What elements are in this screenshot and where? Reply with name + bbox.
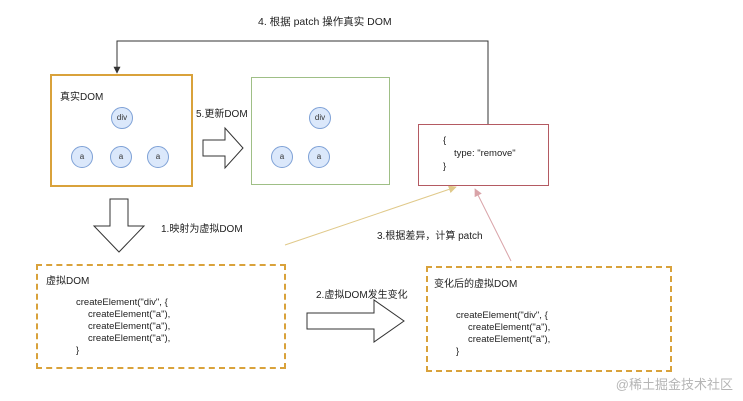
changed-vdom-code-line: createElement("div", { <box>456 310 548 321</box>
update-dom-arrow <box>202 126 244 170</box>
vdom-to-patch-arrow <box>284 185 457 246</box>
changed-vdom-title: 变化后的虚拟DOM <box>434 279 518 290</box>
map-to-vdom-arrow <box>92 198 146 253</box>
vdom-code-line: createElement("div", { <box>76 297 168 308</box>
patch-open-brace: { <box>443 135 447 146</box>
tree-node-a: a <box>71 146 93 168</box>
vdom-code-line: } <box>76 345 80 356</box>
patch-to-real-dom-arrow <box>113 40 489 124</box>
real-dom-title: 真实DOM <box>60 92 104 103</box>
map-vdom-label: 1.映射为虚拟DOM <box>161 224 243 235</box>
tree-node-a: a <box>147 146 169 168</box>
changed-vdom-code-line: createElement("a"), <box>468 334 551 345</box>
updated-dom-box: div a a <box>251 77 390 185</box>
vdom-code-line: createElement("a"), <box>88 321 171 332</box>
changed-vdom-code-line: } <box>456 346 460 357</box>
tree-node-div: div <box>111 107 133 129</box>
changed-vdom-to-patch-arrow <box>474 188 512 262</box>
changed-virtual-dom-box: 变化后的虚拟DOM createElement("div", { createE… <box>426 266 672 372</box>
vdom-code-line: createElement("a"), <box>88 309 171 320</box>
vdom-code-line: createElement("a"), <box>88 333 171 344</box>
patch-box: { type: "remove" } <box>418 124 549 186</box>
patch-type: type: "remove" <box>454 148 516 159</box>
tree-node-div: div <box>309 107 331 129</box>
watermark: @稀土掘金技术社区 <box>615 377 733 392</box>
patch-real-dom-label: 4. 根据 patch 操作真实 DOM <box>258 16 392 28</box>
patch-close-brace: } <box>443 161 447 172</box>
vdom-change-arrow <box>306 299 405 343</box>
tree-node-a: a <box>308 146 330 168</box>
changed-vdom-code-line: createElement("a"), <box>468 322 551 333</box>
virtual-dom-title: 虚拟DOM <box>46 276 90 287</box>
vdom-change-label: 2.虚拟DOM发生变化 <box>316 290 408 301</box>
real-dom-box: 真实DOM div a a a <box>50 74 193 187</box>
tree-node-a: a <box>271 146 293 168</box>
update-dom-label: 5.更新DOM <box>196 109 248 120</box>
virtual-dom-box: 虚拟DOM createElement("div", { createEleme… <box>36 264 286 369</box>
tree-node-a: a <box>110 146 132 168</box>
diff-patch-label: 3.根据差异，计算 patch <box>377 231 483 242</box>
